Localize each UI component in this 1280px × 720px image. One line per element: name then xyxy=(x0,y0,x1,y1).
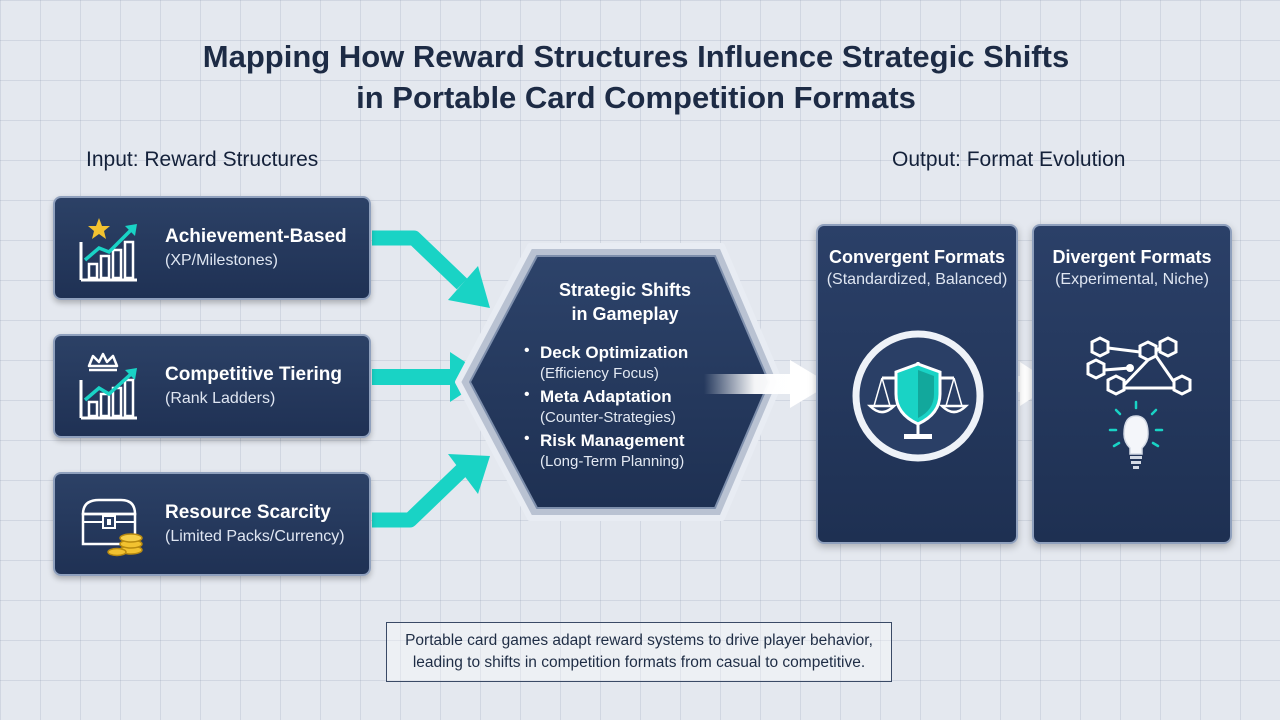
input-card-tiering: Competitive Tiering (Rank Ladders) xyxy=(53,334,371,438)
bar-chart-star-icon xyxy=(79,218,137,282)
input-card-subtitle: (XP/Milestones) xyxy=(165,252,278,269)
center-title-line-2: in Gameplay xyxy=(571,304,679,324)
list-item-sub: (Long-Term Planning) xyxy=(540,453,685,470)
list-item: Meta Adaptation (Counter-Strategies) xyxy=(512,386,738,428)
input-card-title: Competitive Tiering xyxy=(165,364,343,385)
arrow-scarcity-to-center xyxy=(372,454,490,528)
arrow-achievement-to-center xyxy=(372,230,490,308)
output-panel-convergent: Convergent Formats (Standardized, Balanc… xyxy=(816,224,1018,544)
input-card-title: Resource Scarcity xyxy=(165,502,331,523)
list-item-label: Risk Management xyxy=(540,431,685,450)
input-section-label: Input: Reward Structures xyxy=(86,148,319,171)
center-title-line-1: Strategic Shifts xyxy=(558,280,692,300)
title-line-1: Mapping How Reward Structures Influence … xyxy=(202,39,1070,74)
output-panel-divergent: Divergent Formats (Experimental, Niche) xyxy=(1032,224,1232,544)
list-item-label: Deck Optimization xyxy=(540,343,689,362)
summary-caption: Portable card games adapt reward systems… xyxy=(386,622,892,682)
caption-line-1: Portable card games adapt reward systems… xyxy=(405,632,873,649)
input-card-achievement: Achievement-Based (XP/Milestones) xyxy=(53,196,371,300)
shield-scales-icon xyxy=(852,330,984,462)
caption-line-2: leading to shifts in competition formats… xyxy=(412,654,866,671)
input-card-title: Achievement-Based xyxy=(165,226,347,247)
input-card-subtitle: (Limited Packs/Currency) xyxy=(165,528,345,545)
output-panel-subtitle: (Standardized, Balanced) xyxy=(826,271,1008,288)
treasure-chest-coins-icon xyxy=(81,498,143,557)
output-panel-title: Convergent Formats xyxy=(828,247,1006,267)
strategic-shifts-list: Deck Optimization (Efficiency Focus) Met… xyxy=(512,342,738,472)
center-content: Strategic Shifts in Gameplay Deck Optimi… xyxy=(512,278,738,474)
list-item: Risk Management (Long-Term Planning) xyxy=(512,430,738,472)
list-item-sub: (Efficiency Focus) xyxy=(540,365,659,382)
output-panel-subtitle: (Experimental, Niche) xyxy=(1055,271,1209,288)
center-title: Strategic Shifts in Gameplay xyxy=(512,278,738,326)
title-line-2: in Portable Card Competition Formats xyxy=(356,80,916,115)
input-card-scarcity: Resource Scarcity (Limited Packs/Currenc… xyxy=(53,472,371,576)
list-item-label: Meta Adaptation xyxy=(540,387,672,406)
bar-chart-crown-icon xyxy=(79,352,137,420)
list-item: Deck Optimization (Efficiency Focus) xyxy=(512,342,738,384)
list-item-sub: (Counter-Strategies) xyxy=(540,409,676,426)
input-card-subtitle: (Rank Ladders) xyxy=(165,390,276,407)
lightbulb-icon xyxy=(1108,400,1164,469)
output-section-label: Output: Format Evolution xyxy=(892,148,1126,171)
network-lightbulb-icon xyxy=(1086,336,1192,469)
diagram-title: Mapping How Reward Structures Influence … xyxy=(0,36,1272,118)
output-panel-title: Divergent Formats xyxy=(1052,247,1212,267)
